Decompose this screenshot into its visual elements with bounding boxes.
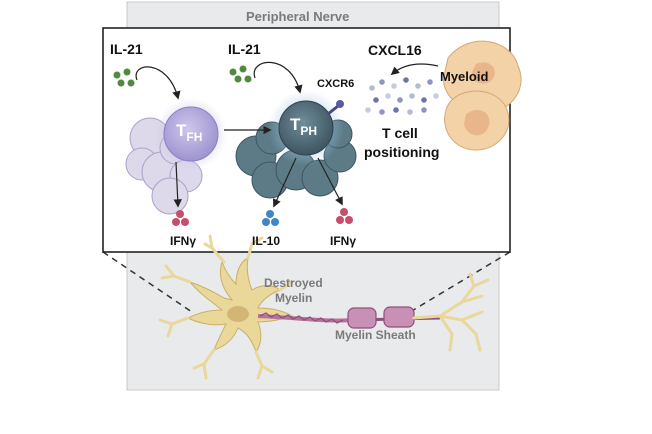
il10-label: IL-10: [252, 234, 281, 248]
il21-label-center: IL-21: [228, 41, 261, 57]
il21-autocrine-arrow-left: [135, 66, 181, 100]
peripheral-nerve-title: Peripheral Nerve: [246, 9, 350, 24]
myeloid-cells: [443, 40, 522, 151]
ifng-label-left: IFNγ: [170, 234, 197, 248]
neuron-nucleus: [227, 306, 249, 322]
cxcr6-receptor-head: [336, 100, 344, 108]
tfh-label-main: T: [176, 121, 187, 140]
destroyed-myelin-label-line2: Myelin: [275, 291, 313, 305]
tph-label: TPH: [290, 115, 318, 138]
il21-autocrine-arrow-center: [253, 61, 303, 94]
arrows: [135, 61, 439, 208]
cxcr6-receptor-stalk: [327, 104, 339, 116]
myeloid-to-chemokine-arrow: [390, 63, 439, 76]
zoom-line-right: [409, 251, 511, 313]
myelin-sheath-segment-1: [347, 307, 377, 329]
t-cell-positioning-label-line1: T cell: [382, 125, 418, 141]
cxcl16-label: CXCL16: [368, 42, 422, 58]
tph-label-main: T: [290, 115, 301, 134]
tph-to-il10-arrow: [272, 157, 297, 208]
tfh-cell: [163, 106, 219, 162]
tfh-to-ifng-arrow: [173, 161, 182, 208]
destroyed-myelin-label-line1: Destroyed: [264, 276, 323, 290]
ifng-dots-left: [172, 210, 189, 226]
myelin-sheath-label: Myelin Sheath: [335, 328, 416, 342]
ifng-label-right: IFNγ: [330, 234, 357, 248]
il21-dots-center: [229, 65, 252, 83]
ifng-dots-right: [336, 208, 353, 224]
cxcl16-chemokines: [365, 77, 439, 115]
il21-label-left: IL-21: [110, 41, 143, 57]
tfh-label: TFH: [176, 121, 203, 144]
tph-label-sub: PH: [300, 124, 318, 138]
il21-dots-left: [113, 68, 135, 87]
destroyed-myelin-fragments: [259, 312, 344, 324]
t-cell-positioning-label-line2: positioning: [364, 144, 440, 160]
tph-cell: [278, 100, 334, 156]
zoom-line-left: [102, 251, 193, 313]
myeloid-label: Myeloid: [440, 69, 489, 84]
cxcr6-label: CXCR6: [317, 78, 355, 90]
il10-dots: [262, 210, 279, 226]
tfh-label-sub: FH: [186, 130, 203, 144]
neuron-cell: [158, 234, 294, 380]
axon-terminal: [412, 272, 490, 352]
myelin-sheath-segment-2: [383, 306, 415, 328]
tph-to-ifng-arrow: [317, 157, 343, 206]
